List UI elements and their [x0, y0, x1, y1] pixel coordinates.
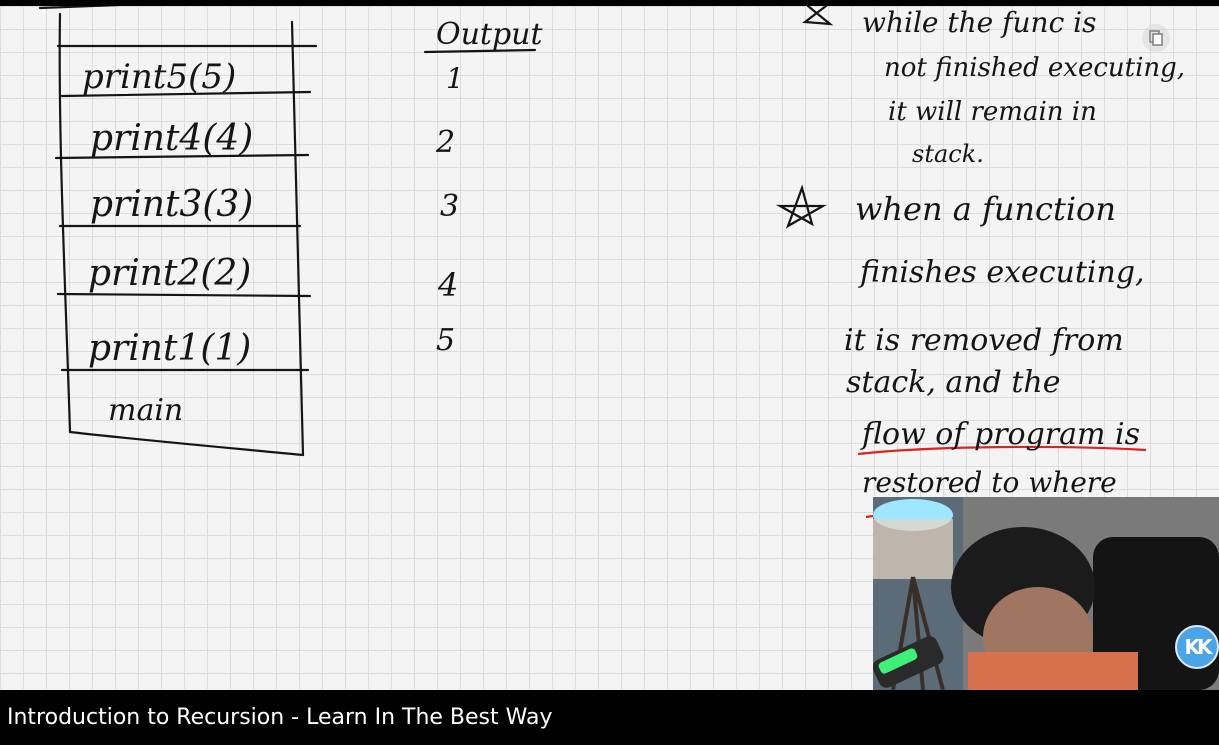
note-line: it is removed from	[844, 323, 1124, 358]
handwriting-layer: print5(5) print4(4) print3(3) print2(2) …	[38, 0, 1185, 519]
video-title-bar: Introduction to Recursion - Learn In The…	[0, 690, 1219, 745]
call-stack-box	[38, 0, 834, 457]
output-value: 1	[446, 62, 464, 95]
note-line: when a function	[855, 190, 1116, 228]
note-line: stack, and the	[846, 365, 1060, 400]
stack-frame: print1(1)	[88, 328, 251, 369]
red-underline	[857, 445, 1147, 456]
note-line: while the func is	[862, 6, 1096, 39]
stack-frame: print4(4)	[90, 118, 253, 159]
note-line: not finished executing,	[884, 53, 1185, 83]
whiteboard: print5(5) print4(4) print3(3) print2(2) …	[0, 0, 1219, 690]
channel-logo-icon[interactable]: KK	[1175, 625, 1219, 669]
stack-frame: print3(3)	[90, 184, 253, 225]
note-line: stack.	[912, 140, 984, 168]
note-line: restored to where	[862, 466, 1117, 499]
top-edge	[0, 0, 1219, 6]
note-line: flow of program is	[860, 417, 1140, 452]
stack-frame: print5(5)	[82, 57, 236, 97]
webcam-overlay	[873, 497, 1219, 690]
output-value: 5	[436, 323, 455, 358]
output-value: 3	[440, 189, 459, 224]
output-value: 4	[437, 266, 458, 304]
stack-frame-main: main	[108, 393, 183, 428]
output-value: 2	[435, 125, 455, 160]
note-line: it will remain in	[888, 97, 1097, 127]
output-header: Output	[436, 17, 543, 52]
stack-frame: print2(2)	[88, 253, 251, 294]
note-line: finishes executing,	[858, 255, 1145, 290]
settings-overlay-icon[interactable]	[1142, 24, 1170, 52]
video-title[interactable]: Introduction to Recursion - Learn In The…	[7, 705, 553, 730]
